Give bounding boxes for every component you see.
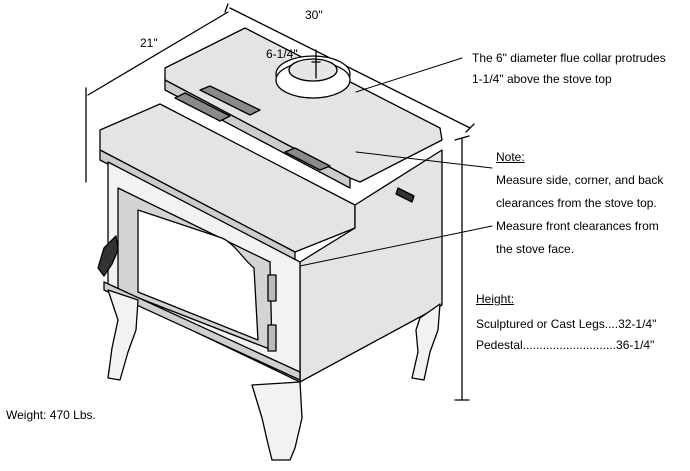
door-handle	[97, 235, 119, 277]
note-line1: Measure side, corner, and back	[496, 173, 664, 187]
depth-dimension-label: 21"	[140, 36, 158, 50]
height-row-legs: Sculptured or Cast Legs....32-1/4"	[476, 317, 657, 331]
ash-lip	[103, 281, 301, 381]
flue-offset-dimension-line	[311, 49, 321, 79]
leader-lines	[299, 57, 493, 267]
note-line2: clearances from the stove top.	[496, 196, 657, 210]
side-knob	[395, 187, 415, 203]
left-leg	[107, 289, 139, 381]
door-window	[137, 209, 259, 341]
flue-callout-line1: The 6" diameter flue collar protrudes	[472, 51, 666, 65]
weight-label: Weight: 470 Lbs.	[6, 408, 96, 422]
top-grille	[174, 85, 331, 171]
note-heading: Note:	[496, 150, 525, 164]
flue-callout-line2: 1-1/4" above the stove top	[472, 72, 612, 86]
note-line3: Measure front clearances from	[496, 219, 659, 233]
height-heading: Height:	[476, 292, 515, 306]
width-dimension-line	[224, 3, 475, 133]
height-dimension-line	[454, 135, 470, 401]
width-dimension-label: 30"	[305, 8, 323, 22]
height-row-pedestal: Pedestal............................36-1…	[476, 338, 655, 352]
front-leg	[251, 381, 303, 461]
note-line4: the stove face.	[496, 242, 575, 256]
depth-dimension-line	[85, 11, 229, 183]
flue-collar	[275, 55, 351, 99]
right-leg	[411, 303, 441, 381]
flue-offset-label: 6-1/4"	[266, 47, 298, 61]
